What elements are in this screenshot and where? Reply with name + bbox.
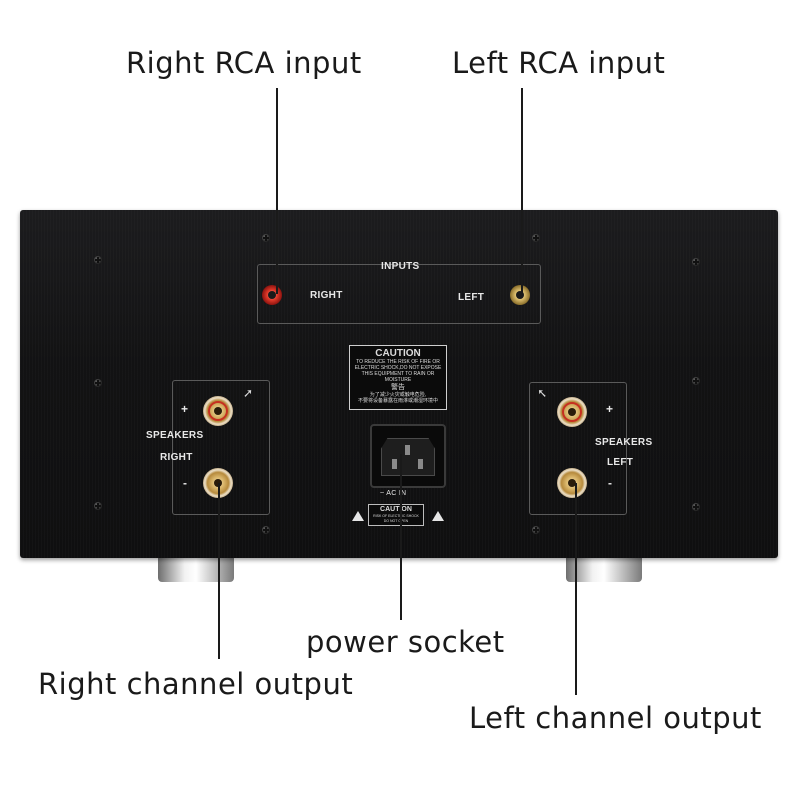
speakers-left-section — [529, 382, 627, 515]
socket-pin — [418, 459, 423, 469]
caution-cn-line: 不要将设备暴露在雨淋或潮湿环境中 — [357, 398, 438, 404]
plug-icon: ➚ — [243, 386, 254, 400]
inputs-section — [257, 264, 541, 324]
left-rca-input-label: Left RCA input — [452, 46, 666, 80]
binding-post-right-positive[interactable] — [203, 396, 233, 426]
power-socket-label: power socket — [306, 625, 505, 659]
leader-line-power-socket — [400, 454, 402, 620]
leader-line-left-rca — [521, 88, 523, 294]
right-rca-input-label: Right RCA input — [126, 46, 362, 80]
small-caution-label: CAUTION RISK OF ELECTRIC SHOCK DO NOT OP… — [368, 504, 424, 526]
speakers-right-side-label: RIGHT — [160, 452, 193, 463]
leader-line-right-rca — [276, 88, 278, 294]
caution-line: MOISTURE — [384, 377, 412, 383]
warning-triangle-icon — [352, 511, 364, 521]
input-left-label: LEFT — [458, 292, 485, 303]
binding-post-left-positive[interactable] — [557, 397, 587, 427]
plus-sign: + — [181, 402, 189, 416]
inputs-title: INPUTS — [381, 261, 420, 272]
screw-icon — [94, 256, 102, 264]
rca-left-input[interactable] — [510, 285, 530, 305]
ac-in-label: ~ AC IN — [380, 490, 407, 497]
screw-icon — [692, 258, 700, 266]
leader-line-right-output — [218, 483, 220, 659]
small-caution-line: DO NOT OPEN — [383, 519, 409, 523]
left-channel-output-label: Left channel output — [469, 701, 762, 735]
caution-line: TO REDUCE THE RISK OF FIRE OR — [356, 359, 440, 365]
screw-icon — [262, 234, 270, 242]
caution-line: ELECTRIC SHOCK,DO NOT EXPOSE — [354, 365, 442, 371]
speakers-left-title: SPEAKERS — [595, 437, 653, 448]
plug-icon: ➚ — [537, 386, 548, 400]
screw-icon — [532, 234, 540, 242]
left-foot — [158, 558, 234, 582]
caution-cn-line: 为了减少火灾或触电危险, — [369, 392, 427, 398]
warning-triangle-icon — [432, 511, 444, 521]
screw-icon — [692, 503, 700, 511]
caution-label: CAUTION TO REDUCE THE RISK OF FIRE OR EL… — [349, 345, 447, 410]
screw-icon — [532, 526, 540, 534]
input-right-label: RIGHT — [310, 290, 343, 301]
minus-sign: - — [608, 476, 613, 490]
small-caution-title: CAUTION — [380, 506, 412, 513]
plus-sign: + — [606, 402, 614, 416]
screw-icon — [94, 379, 102, 387]
screw-icon — [94, 502, 102, 510]
caution-cn-title: 警告 — [391, 384, 405, 391]
minus-sign: - — [183, 476, 188, 490]
right-channel-output-label: Right channel output — [38, 667, 354, 701]
small-caution-line: RISK OF ELECTRIC SHOCK — [373, 514, 419, 518]
speakers-left-side-label: LEFT — [607, 457, 634, 468]
caution-title: CAUTION — [375, 348, 421, 359]
caution-line: THIS EQUIPMENT TO RAIN OR — [361, 371, 435, 377]
speakers-right-title: SPEAKERS — [146, 430, 204, 441]
power-socket[interactable] — [370, 424, 446, 488]
socket-pin — [405, 445, 410, 455]
speakers-right-section — [172, 380, 270, 515]
leader-line-left-output — [575, 483, 577, 695]
binding-post-left-negative[interactable] — [557, 468, 587, 498]
rca-right-input[interactable] — [262, 285, 282, 305]
right-foot — [566, 558, 642, 582]
screw-icon — [692, 377, 700, 385]
socket-pin — [392, 459, 397, 469]
screw-icon — [262, 526, 270, 534]
power-socket-inlet — [381, 438, 435, 476]
